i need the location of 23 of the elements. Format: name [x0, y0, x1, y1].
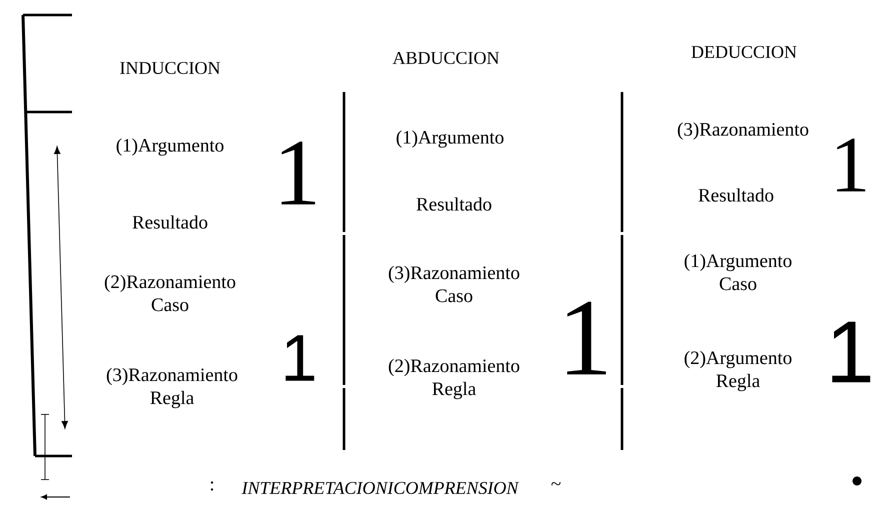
cell-text: (3)Razonamiento [678, 122, 808, 140]
cell-text: (3)Razonamiento Regla [106, 368, 238, 408]
cell-text: (3)Razonamiento Caso [388, 266, 520, 302]
column-heading: DEDUCCION [692, 46, 797, 58]
symbol: : [210, 481, 214, 491]
cell-text: Resultado [416, 197, 492, 211]
cell-text: (1)Argumento [396, 130, 504, 148]
cell-text: (2)Razonamiento Regla [388, 358, 520, 400]
footer-text: INTERPRETACIONICOMPRENSION [242, 482, 520, 494]
column-heading: INDUCCION [120, 62, 220, 74]
cell-text: (2)Argumento Regla [684, 350, 792, 392]
cell-text: (1)Argumento Caso [684, 254, 792, 290]
large-numeral: 1 [282, 142, 316, 204]
cell-text: Resultado [698, 188, 774, 202]
large-numeral: 1 [832, 322, 870, 382]
large-numeral: 1 [286, 335, 314, 381]
large-numeral: 1 [837, 138, 866, 192]
large-numeral: 1 [567, 302, 606, 374]
cell-text: Resultado [132, 215, 208, 229]
column-heading: ABDUCCION [392, 52, 500, 64]
symbol: ~ [551, 482, 561, 486]
cell-text: (1)Argumento [116, 138, 224, 156]
cell-text: (2)Razonamiento Caso [104, 274, 236, 312]
